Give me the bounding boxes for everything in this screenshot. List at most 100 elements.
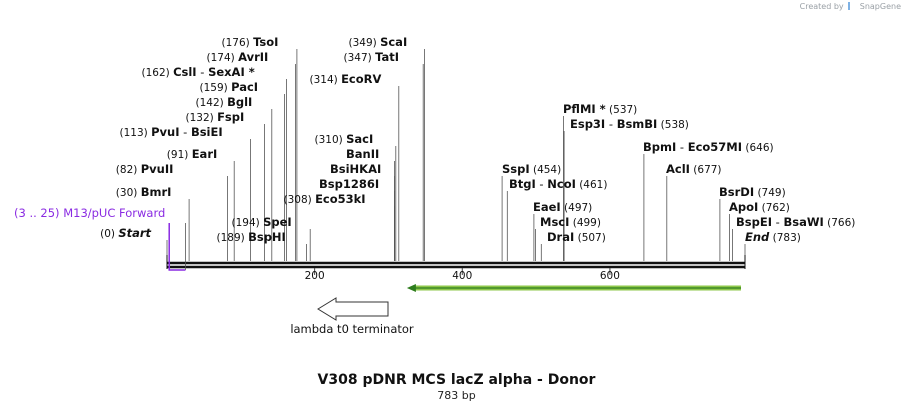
site-label-paci[interactable]: (159) PacI bbox=[200, 80, 259, 94]
site-label-bsihkai[interactable]: BsiHKAI bbox=[330, 162, 381, 176]
site-name: BsiHKAI bbox=[330, 162, 381, 176]
site-name: BspEI bbox=[736, 215, 772, 229]
site-position: (499) bbox=[569, 217, 601, 229]
site-name: AclI bbox=[666, 162, 690, 176]
site-label-eari[interactable]: (91) EarI bbox=[167, 147, 217, 161]
site-position: (507) bbox=[574, 232, 606, 244]
site-label-bgli[interactable]: (142) BglI bbox=[196, 95, 253, 109]
site-name: PflMI * bbox=[563, 102, 606, 116]
site-position: (194) bbox=[232, 217, 264, 229]
site-label-end[interactable]: End (783) bbox=[745, 230, 801, 244]
site-position: (347) bbox=[344, 52, 376, 64]
site-position: (538) bbox=[657, 119, 689, 131]
site-label-bspei-bsawi[interactable]: BspEI - BsaWI (766) bbox=[736, 215, 855, 229]
map-title: V308 pDNR MCS lacZ alpha - Donor bbox=[317, 372, 596, 388]
site-name: PacI bbox=[231, 80, 258, 94]
site-name: TatI bbox=[375, 50, 399, 64]
credit-text: Created by bbox=[799, 2, 844, 11]
site-label-bsphi[interactable]: (189) BspHI bbox=[217, 230, 286, 244]
site-label-fspi[interactable]: (132) FspI bbox=[186, 110, 245, 124]
site-label-eaei[interactable]: EaeI (497) bbox=[533, 200, 592, 214]
site-label-bpmi-eco57mi[interactable]: BpmI - Eco57MI (646) bbox=[643, 140, 774, 154]
site-name: FspI bbox=[217, 110, 244, 124]
site-label-banii[interactable]: BanII bbox=[346, 147, 379, 161]
site-label-spei[interactable]: (194) SpeI bbox=[232, 215, 292, 229]
site-position: (91) bbox=[167, 149, 192, 161]
site-name: DraI bbox=[547, 230, 574, 244]
name-separator: - bbox=[772, 215, 783, 229]
site-position: (454) bbox=[530, 164, 562, 176]
site-position: (349) bbox=[349, 37, 381, 49]
site-position: (308) bbox=[284, 194, 316, 206]
primer-label[interactable]: (3 .. 25) M13/pUC Forward bbox=[14, 206, 165, 220]
site-name: Eco57MI bbox=[688, 140, 742, 154]
site-label-pvuii[interactable]: (82) PvuII bbox=[116, 162, 174, 176]
site-name: Bsp1286I bbox=[319, 177, 379, 191]
site-label-msci[interactable]: MscI (499) bbox=[540, 215, 601, 229]
site-position: (174) bbox=[207, 52, 239, 64]
name-separator: - bbox=[536, 177, 547, 191]
site-lines bbox=[166, 49, 746, 261]
site-name: BsrDI bbox=[719, 185, 754, 199]
site-label-bsrdi[interactable]: BsrDI (749) bbox=[719, 185, 786, 199]
site-position: (762) bbox=[758, 202, 790, 214]
primer-m13-puc-forward[interactable]: (3 .. 25) M13/pUC Forward bbox=[14, 206, 186, 271]
site-label-ecorv[interactable]: (314) EcoRV bbox=[310, 72, 382, 86]
site-label-esp3i-bsmbi[interactable]: Esp3I - BsmBI (538) bbox=[570, 117, 689, 131]
site-label-sspi[interactable]: SspI (454) bbox=[502, 162, 561, 176]
site-name: BspHI bbox=[248, 230, 286, 244]
primer-range: (3 .. 25) bbox=[14, 206, 63, 220]
site-label-start[interactable]: (0) Start bbox=[100, 226, 151, 240]
site-label-pflmi[interactable]: PflMI * (537) bbox=[563, 102, 637, 116]
site-name: CslI bbox=[173, 65, 197, 79]
name-separator: - bbox=[605, 117, 616, 131]
name-separator: - bbox=[197, 65, 208, 79]
site-name: ScaI bbox=[380, 35, 407, 49]
site-label-tati[interactable]: (347) TatI bbox=[344, 50, 399, 64]
feature-lambda-t0-terminator[interactable]: lambda t0 terminator bbox=[290, 284, 741, 336]
site-label-apoi[interactable]: ApoI (762) bbox=[729, 200, 790, 214]
site-name: BsaWI bbox=[783, 215, 823, 229]
site-label-pvui-bsiei[interactable]: (113) PvuI - BsiEI bbox=[120, 125, 223, 139]
site-name: EaeI bbox=[533, 200, 561, 214]
site-label-tsoi[interactable]: (176) TsoI bbox=[222, 35, 279, 49]
credit: Created by SnapGene bbox=[800, 2, 901, 11]
name-separator: - bbox=[676, 140, 687, 154]
site-name: BsmBI bbox=[617, 117, 658, 131]
site-label-bsp1286i[interactable]: Bsp1286I bbox=[319, 177, 379, 191]
tick-label-200: 200 bbox=[305, 270, 325, 282]
site-label-btgi-ncoi[interactable]: BtgI - NcoI (461) bbox=[509, 177, 607, 191]
site-position: (189) bbox=[217, 232, 249, 244]
site-label-scai[interactable]: (349) ScaI bbox=[349, 35, 408, 49]
site-label-avrii[interactable]: (174) AvrII bbox=[207, 50, 269, 64]
site-name: Eco53kI bbox=[315, 192, 366, 206]
site-name: TsoI bbox=[253, 35, 278, 49]
site-label-drai[interactable]: DraI (507) bbox=[547, 230, 606, 244]
primer-name: M13/pUC Forward bbox=[63, 206, 165, 220]
site-position: (176) bbox=[222, 37, 254, 49]
site-position: (142) bbox=[196, 97, 228, 109]
primer-arrow bbox=[168, 223, 186, 271]
site-position: (0) bbox=[100, 228, 118, 240]
site-position: (646) bbox=[742, 142, 774, 154]
site-name: Start bbox=[118, 226, 151, 240]
site-name: EarI bbox=[192, 147, 218, 161]
site-position: (30) bbox=[116, 187, 141, 199]
feature-label[interactable]: lambda t0 terminator bbox=[290, 322, 414, 336]
site-label-eco53ki[interactable]: (308) Eco53kI bbox=[284, 192, 366, 206]
site-name: BpmI bbox=[643, 140, 676, 154]
site-position: (314) bbox=[310, 74, 342, 86]
name-separator: - bbox=[179, 125, 190, 139]
site-name: End bbox=[745, 230, 770, 244]
site-name: SpeI bbox=[263, 215, 292, 229]
site-position: (783) bbox=[769, 232, 801, 244]
site-position: (461) bbox=[576, 179, 608, 191]
site-label-saci[interactable]: (310) SacI bbox=[315, 132, 374, 146]
site-label-bmri[interactable]: (30) BmrI bbox=[116, 185, 172, 199]
credit-brand: SnapGene bbox=[859, 2, 901, 11]
site-label-acli[interactable]: AclI (677) bbox=[666, 162, 722, 176]
site-label-csli-sexai[interactable]: (162) CslI - SexAI * bbox=[142, 65, 255, 79]
site-position: (766) bbox=[824, 217, 856, 229]
site-name: EcoRV bbox=[341, 72, 381, 86]
